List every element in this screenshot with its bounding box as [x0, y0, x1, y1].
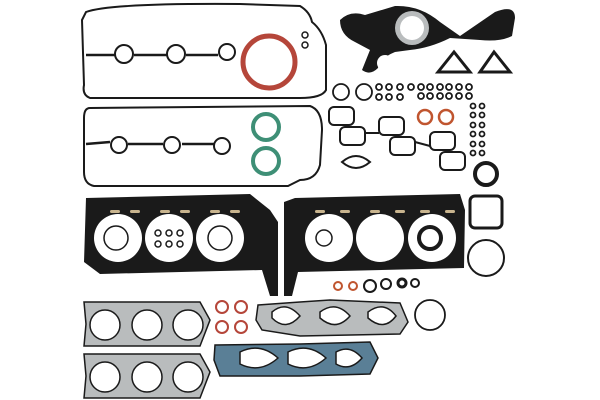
intake-manifold-gaskets	[213, 299, 409, 377]
cylinder-head-gasket-right	[284, 194, 465, 296]
timing-cover-gasket	[340, 5, 515, 73]
crankshaft-seal-red	[240, 33, 298, 91]
cylinder-head-gasket-left	[84, 194, 278, 296]
green-o-rings	[251, 112, 281, 176]
exhaust-manifold-gaskets	[83, 301, 211, 399]
valve-cover-gasket-lower	[83, 104, 324, 187]
red-small-seals	[215, 300, 248, 334]
square-flange-gasket	[468, 194, 504, 230]
intake-plenum-gasket	[328, 106, 466, 171]
valve-cover-gasket-upper	[80, 2, 327, 99]
head-area-small-seals	[333, 277, 420, 293]
front-crank-seal	[473, 161, 499, 187]
oval-flange-gasket	[340, 155, 372, 169]
copper-seals	[416, 108, 455, 126]
triangle-flange-gaskets	[434, 49, 514, 74]
large-o-ring-lower	[414, 299, 446, 331]
small-o-rings	[332, 83, 486, 157]
large-o-ring-upper	[467, 239, 505, 277]
